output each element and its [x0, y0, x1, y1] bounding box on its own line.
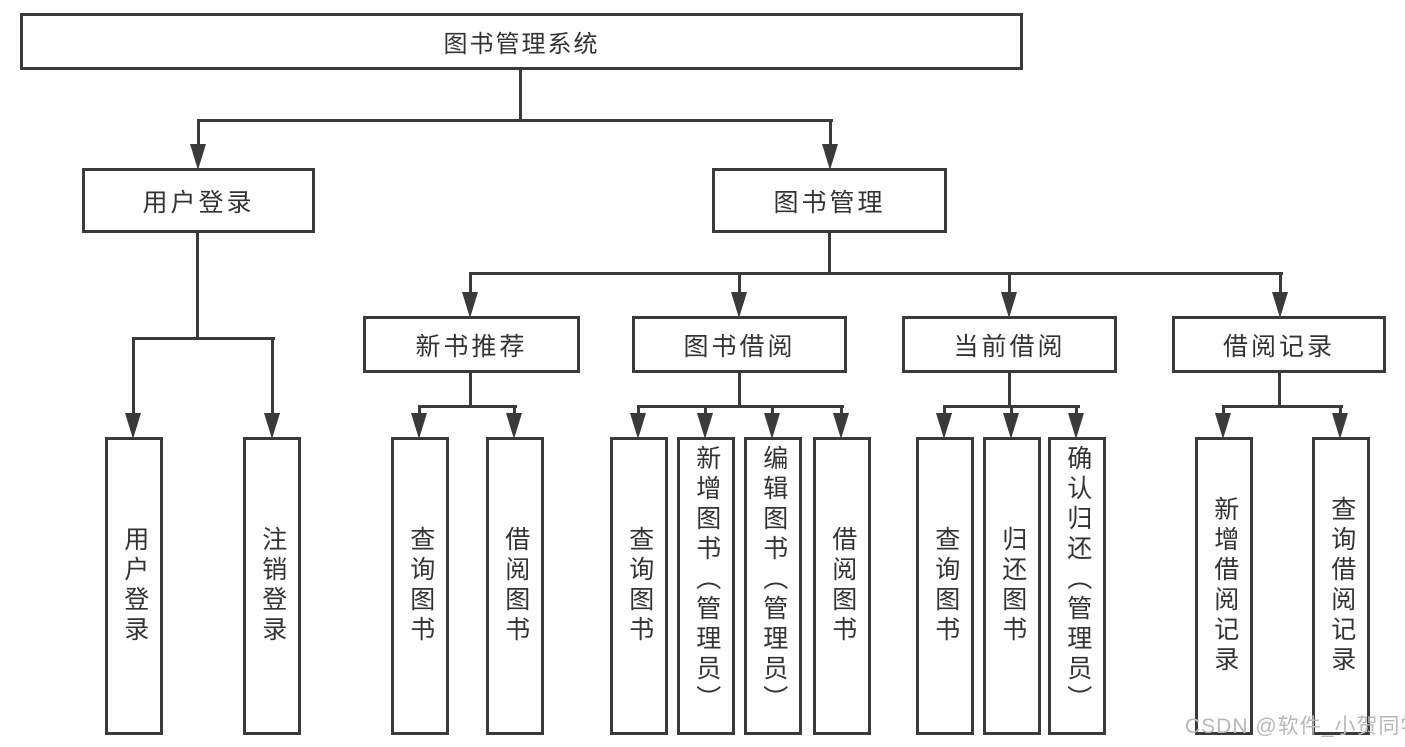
- connector-line: [418, 405, 421, 417]
- connector-line: [197, 119, 200, 149]
- arrow-down-icon: [697, 413, 713, 439]
- arrow-down-icon: [1003, 413, 1019, 439]
- node-label: 图书管理系统: [443, 31, 600, 58]
- arrow-down-icon: [731, 292, 747, 318]
- leaf-user-login: 用户登录: [105, 437, 163, 735]
- connector-line: [1222, 405, 1343, 408]
- arrow-down-icon: [190, 144, 206, 170]
- leaf-label: 查询图书: [406, 526, 435, 646]
- leaf-query-books-1: 查询图书: [391, 437, 449, 735]
- connector-line: [704, 405, 707, 417]
- connector-line: [738, 272, 741, 295]
- watermark-text: CSDN @软件_小贺同学: [1185, 715, 1405, 738]
- connector-line: [469, 272, 472, 295]
- connector-line: [196, 233, 199, 338]
- node-new-book-recommend: 新书推荐: [363, 316, 580, 373]
- arrow-down-icon: [264, 413, 280, 439]
- arrow-down-icon: [1001, 292, 1017, 318]
- arrow-down-icon: [125, 413, 141, 439]
- connector-line: [829, 119, 832, 149]
- connector-line: [1008, 272, 1011, 295]
- connector-line: [771, 405, 774, 417]
- arrow-down-icon: [1068, 413, 1084, 439]
- arrow-down-icon: [411, 413, 427, 439]
- leaf-query-books-2: 查询图书: [610, 437, 668, 735]
- leaf-label: 新增借阅记录: [1210, 496, 1239, 676]
- leaf-label: 新增图书（管理员）: [692, 445, 721, 715]
- connector-line: [513, 405, 516, 417]
- leaf-add-books-admin: 新增图书（管理员）: [677, 437, 735, 735]
- leaf-add-borrow-record: 新增借阅记录: [1195, 437, 1253, 735]
- leaf-label: 查询借阅记录: [1327, 496, 1356, 676]
- node-borrow-records: 借阅记录: [1172, 316, 1386, 373]
- arrow-down-icon: [833, 413, 849, 439]
- connector-line: [197, 119, 833, 122]
- connector-line: [132, 337, 275, 340]
- connector-line: [1222, 405, 1225, 417]
- leaf-label: 借阅图书: [828, 526, 857, 646]
- leaf-label: 归还图书: [998, 526, 1027, 646]
- node-label: 借阅记录: [1222, 332, 1335, 361]
- leaf-query-borrow-record: 查询借阅记录: [1312, 437, 1370, 735]
- connector-line: [637, 405, 844, 408]
- leaf-label: 编辑图书（管理员）: [759, 445, 788, 715]
- leaf-label: 用户登录: [120, 526, 149, 646]
- arrow-down-icon: [822, 144, 838, 170]
- arrow-down-icon: [462, 292, 478, 318]
- leaf-label: 注销登录: [258, 526, 287, 646]
- node-label: 当前借阅: [953, 332, 1066, 361]
- leaf-label: 确认归还（管理员）: [1063, 445, 1092, 715]
- arrow-down-icon: [1215, 413, 1231, 439]
- connector-line: [1278, 373, 1281, 408]
- connector-line: [271, 337, 274, 416]
- connector-line: [1010, 405, 1013, 417]
- arrow-down-icon: [1332, 413, 1348, 439]
- leaf-edit-books-admin: 编辑图书（管理员）: [744, 437, 802, 735]
- leaf-label: 查询图书: [625, 526, 654, 646]
- node-label: 图书管理: [773, 188, 886, 217]
- connector-line: [132, 337, 135, 416]
- arrow-down-icon: [936, 413, 952, 439]
- leaf-return-books: 归还图书: [983, 437, 1041, 735]
- arrow-down-icon: [764, 413, 780, 439]
- node-label: 新书推荐: [415, 332, 528, 361]
- node-label: 图书借阅: [683, 332, 796, 361]
- connector-line: [943, 405, 946, 417]
- node-label: 用户登录: [142, 188, 255, 217]
- leaf-label: 查询图书: [931, 526, 960, 646]
- leaf-label: 借阅图书: [501, 526, 530, 646]
- node-user-login: 用户登录: [82, 168, 315, 233]
- leaf-logout: 注销登录: [243, 437, 301, 735]
- leaf-query-books-3: 查询图书: [916, 437, 974, 735]
- connector-line: [469, 272, 1283, 275]
- connector-line: [840, 405, 843, 417]
- connector-line: [1339, 405, 1342, 417]
- node-book-management: 图书管理: [712, 168, 947, 233]
- arrow-down-icon: [506, 413, 522, 439]
- connector-line: [1008, 373, 1011, 408]
- connector-line: [1279, 272, 1282, 295]
- leaf-borrow-books-1: 借阅图书: [486, 437, 544, 735]
- arrow-down-icon: [630, 413, 646, 439]
- connector-line: [519, 70, 522, 119]
- arrow-down-icon: [1272, 292, 1288, 318]
- node-root: 图书管理系统: [20, 13, 1023, 70]
- node-current-borrow: 当前借阅: [902, 316, 1117, 373]
- connector-line: [418, 405, 517, 408]
- connector-line: [738, 373, 741, 408]
- connector-line: [469, 373, 472, 408]
- leaf-borrow-books-2: 借阅图书: [813, 437, 871, 735]
- connector-line: [637, 405, 640, 417]
- leaf-confirm-return-admin: 确认归还（管理员）: [1048, 437, 1106, 735]
- connector-line: [828, 233, 831, 274]
- node-book-borrow: 图书借阅: [632, 316, 847, 373]
- connector-line: [1075, 405, 1078, 417]
